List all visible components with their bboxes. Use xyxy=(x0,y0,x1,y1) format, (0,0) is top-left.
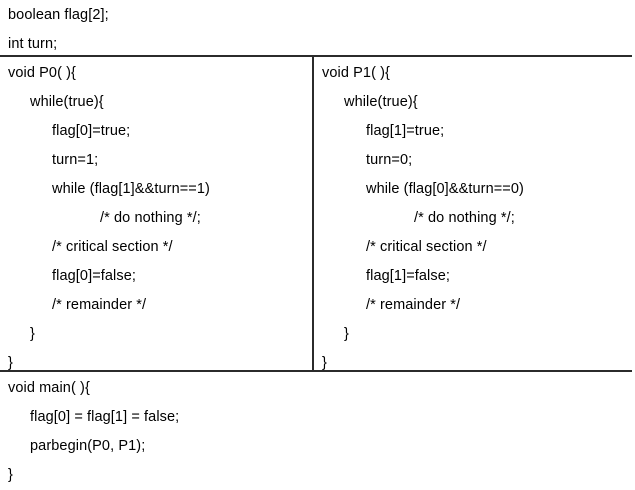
code-line: while (flag[1]&&turn==1) xyxy=(52,181,210,197)
code-line: /* remainder */ xyxy=(366,297,461,313)
code-line: /* do nothing */; xyxy=(414,210,515,226)
code-line: turn=0; xyxy=(366,152,413,168)
process-p1-column: void P1( ){ while(true){ flag[1]=true; turn… xyxy=(322,59,622,378)
table-top-divider xyxy=(0,55,632,57)
code-line: } xyxy=(344,326,349,342)
code-line: /* critical section */ xyxy=(366,239,487,255)
code-line: flag[0]=false; xyxy=(52,268,137,284)
code-line: while(true){ xyxy=(344,94,418,110)
code-line: turn=1; xyxy=(52,152,99,168)
code-line: /* remainder */ xyxy=(52,297,147,313)
code-line: parbegin(P0, P1); xyxy=(30,438,146,454)
code-line: } xyxy=(322,355,327,371)
code-line: flag[1]=false; xyxy=(366,268,451,284)
process-p0-column: void P0( ){ while(true){ flag[0]=true; turn… xyxy=(8,59,308,378)
code-line: void P0( ){ xyxy=(8,65,76,81)
main-function-block: void main( ){ flag[0] = flag[1] = false; p… xyxy=(8,374,608,490)
code-line: void P1( ){ xyxy=(322,65,390,81)
code-line: flag[0]=true; xyxy=(52,123,131,139)
code-line: while(true){ xyxy=(30,94,104,110)
table-bottom-divider xyxy=(0,370,632,372)
declarations-block: boolean flag[2]; int turn; xyxy=(8,1,308,59)
code-line: void main( ){ xyxy=(8,380,90,396)
code-line: flag[0] = flag[1] = false; xyxy=(30,409,180,425)
code-line: /* do nothing */; xyxy=(100,210,201,226)
code-line: } xyxy=(8,355,13,371)
code-line: while (flag[0]&&turn==0) xyxy=(366,181,524,197)
code-line: /* critical section */ xyxy=(52,239,173,255)
code-line: boolean flag[2]; xyxy=(8,7,109,23)
code-line: flag[1]=true; xyxy=(366,123,445,139)
code-line: } xyxy=(8,467,13,483)
code-line: } xyxy=(30,326,35,342)
code-line: int turn; xyxy=(8,36,58,52)
column-divider xyxy=(312,56,314,370)
